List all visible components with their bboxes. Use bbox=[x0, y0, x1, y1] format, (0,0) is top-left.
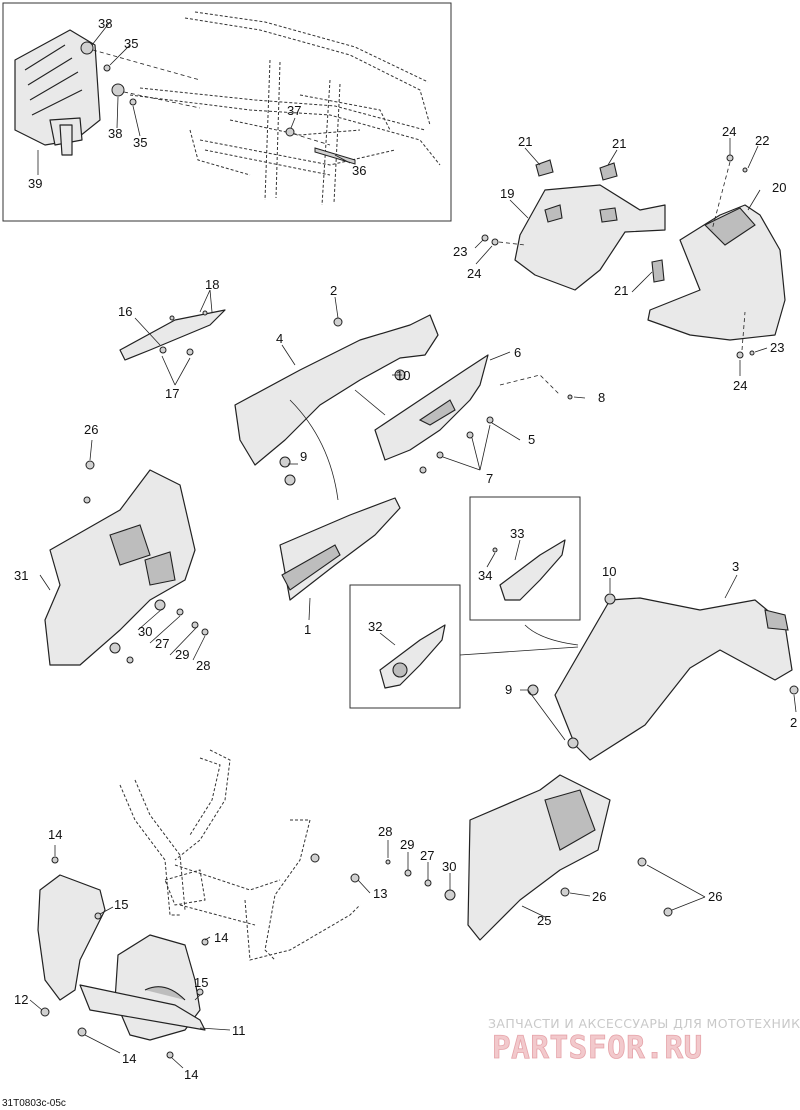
callout-labels: 38 35 38 35 39 37 36 21 21 24 22 19 20 2… bbox=[14, 16, 797, 1082]
inset-33-box bbox=[469, 496, 581, 621]
callout-38: 38 bbox=[98, 16, 112, 31]
callout-30: 30 bbox=[138, 624, 152, 639]
callout-19: 19 bbox=[500, 186, 514, 201]
callout-21: 21 bbox=[614, 283, 628, 298]
callout-15: 15 bbox=[114, 897, 128, 912]
hardware-22-23-24 bbox=[481, 154, 755, 359]
callout-32: 32 bbox=[368, 619, 382, 634]
callout-28: 28 bbox=[196, 658, 210, 673]
callout-2: 2 bbox=[790, 715, 797, 730]
callout-38: 38 bbox=[108, 126, 122, 141]
inset-32-box bbox=[349, 584, 461, 709]
callout-1: 1 bbox=[304, 622, 311, 637]
frame-inset-box bbox=[2, 2, 452, 222]
callout-6: 6 bbox=[514, 345, 521, 360]
callout-5: 5 bbox=[528, 432, 535, 447]
curve-4-to-1 bbox=[289, 399, 339, 501]
callout-33: 33 bbox=[510, 526, 524, 541]
frame-tube-assembly bbox=[129, 11, 441, 206]
callout-27: 27 bbox=[155, 636, 169, 651]
lower-frame bbox=[119, 749, 361, 961]
callout-4: 4 bbox=[276, 331, 283, 346]
callout-25: 25 bbox=[537, 913, 551, 928]
guard-11 bbox=[37, 853, 360, 1059]
bracket-32 bbox=[379, 624, 446, 689]
callout-28: 28 bbox=[378, 824, 392, 839]
callout-14: 14 bbox=[214, 930, 228, 945]
arrow-33-to-3 bbox=[524, 624, 579, 646]
watermark-logo: PARTSFOR.RU bbox=[492, 1030, 703, 1066]
callout-31: 31 bbox=[14, 568, 28, 583]
callout-37: 37 bbox=[287, 103, 301, 118]
callout-8: 8 bbox=[598, 390, 605, 405]
callout-10: 10 bbox=[602, 564, 616, 579]
callout-35: 35 bbox=[124, 36, 138, 51]
callout-29: 29 bbox=[175, 647, 189, 662]
side-panel-3 bbox=[527, 593, 799, 761]
callout-18: 18 bbox=[205, 277, 219, 292]
callout-26: 26 bbox=[84, 422, 98, 437]
callout-15: 15 bbox=[194, 975, 208, 990]
bracket-31 bbox=[44, 460, 209, 666]
callout-14: 14 bbox=[122, 1051, 136, 1066]
callout-12: 12 bbox=[14, 992, 28, 1007]
rear-protector-39 bbox=[14, 29, 101, 156]
bracket-33 bbox=[492, 539, 566, 601]
callout-14: 14 bbox=[48, 827, 62, 842]
callout-21: 21 bbox=[612, 136, 626, 151]
callout-24: 24 bbox=[733, 378, 747, 393]
callout-35: 35 bbox=[133, 135, 147, 150]
leader-lines bbox=[29, 21, 797, 1069]
callout-24: 24 bbox=[722, 124, 736, 139]
callout-7: 7 bbox=[486, 471, 493, 486]
protector-19 bbox=[514, 184, 666, 291]
side-panel-4 bbox=[234, 314, 439, 486]
callout-2: 2 bbox=[330, 283, 337, 298]
protector-25 bbox=[385, 774, 673, 941]
arrow-32-to-3 bbox=[459, 646, 579, 656]
watermark-tagline: ЗАПЧАСТИ И АКСЕССУАРЫ ДЛЯ МОТОТЕХНИКИ bbox=[488, 1016, 800, 1031]
callout-27: 27 bbox=[420, 848, 434, 863]
callout-26: 26 bbox=[708, 889, 722, 904]
callout-23: 23 bbox=[453, 244, 467, 259]
cover-1 bbox=[279, 497, 401, 601]
callout-3: 3 bbox=[732, 559, 739, 574]
callout-22: 22 bbox=[755, 133, 769, 148]
callout-26: 26 bbox=[592, 889, 606, 904]
callout-36: 36 bbox=[352, 163, 366, 178]
callout-16: 16 bbox=[118, 304, 132, 319]
callout-14: 14 bbox=[184, 1067, 198, 1082]
callout-11: 11 bbox=[232, 1023, 246, 1038]
drawing-code: 31T0803c-05c bbox=[2, 1098, 66, 1109]
callout-30: 30 bbox=[442, 859, 456, 874]
rubber-washers-38-35 bbox=[80, 41, 201, 109]
side-panel-6 bbox=[374, 354, 573, 474]
callout-23: 23 bbox=[770, 340, 784, 355]
callout-17: 17 bbox=[165, 386, 179, 401]
callout-9: 9 bbox=[300, 449, 307, 464]
callout-34: 34 bbox=[478, 568, 492, 583]
arrow-6-to-4 bbox=[354, 389, 386, 416]
callout-10: 10 bbox=[396, 368, 410, 383]
clips-21 bbox=[535, 159, 665, 283]
callout-21: 21 bbox=[518, 134, 532, 149]
callout-29: 29 bbox=[400, 837, 414, 852]
callout-39: 39 bbox=[28, 176, 42, 191]
callout-9: 9 bbox=[505, 682, 512, 697]
callout-24: 24 bbox=[467, 266, 481, 281]
panel-16 bbox=[119, 309, 226, 361]
callout-13: 13 bbox=[373, 886, 387, 901]
protector-20 bbox=[647, 204, 786, 341]
callout-20: 20 bbox=[772, 180, 786, 195]
